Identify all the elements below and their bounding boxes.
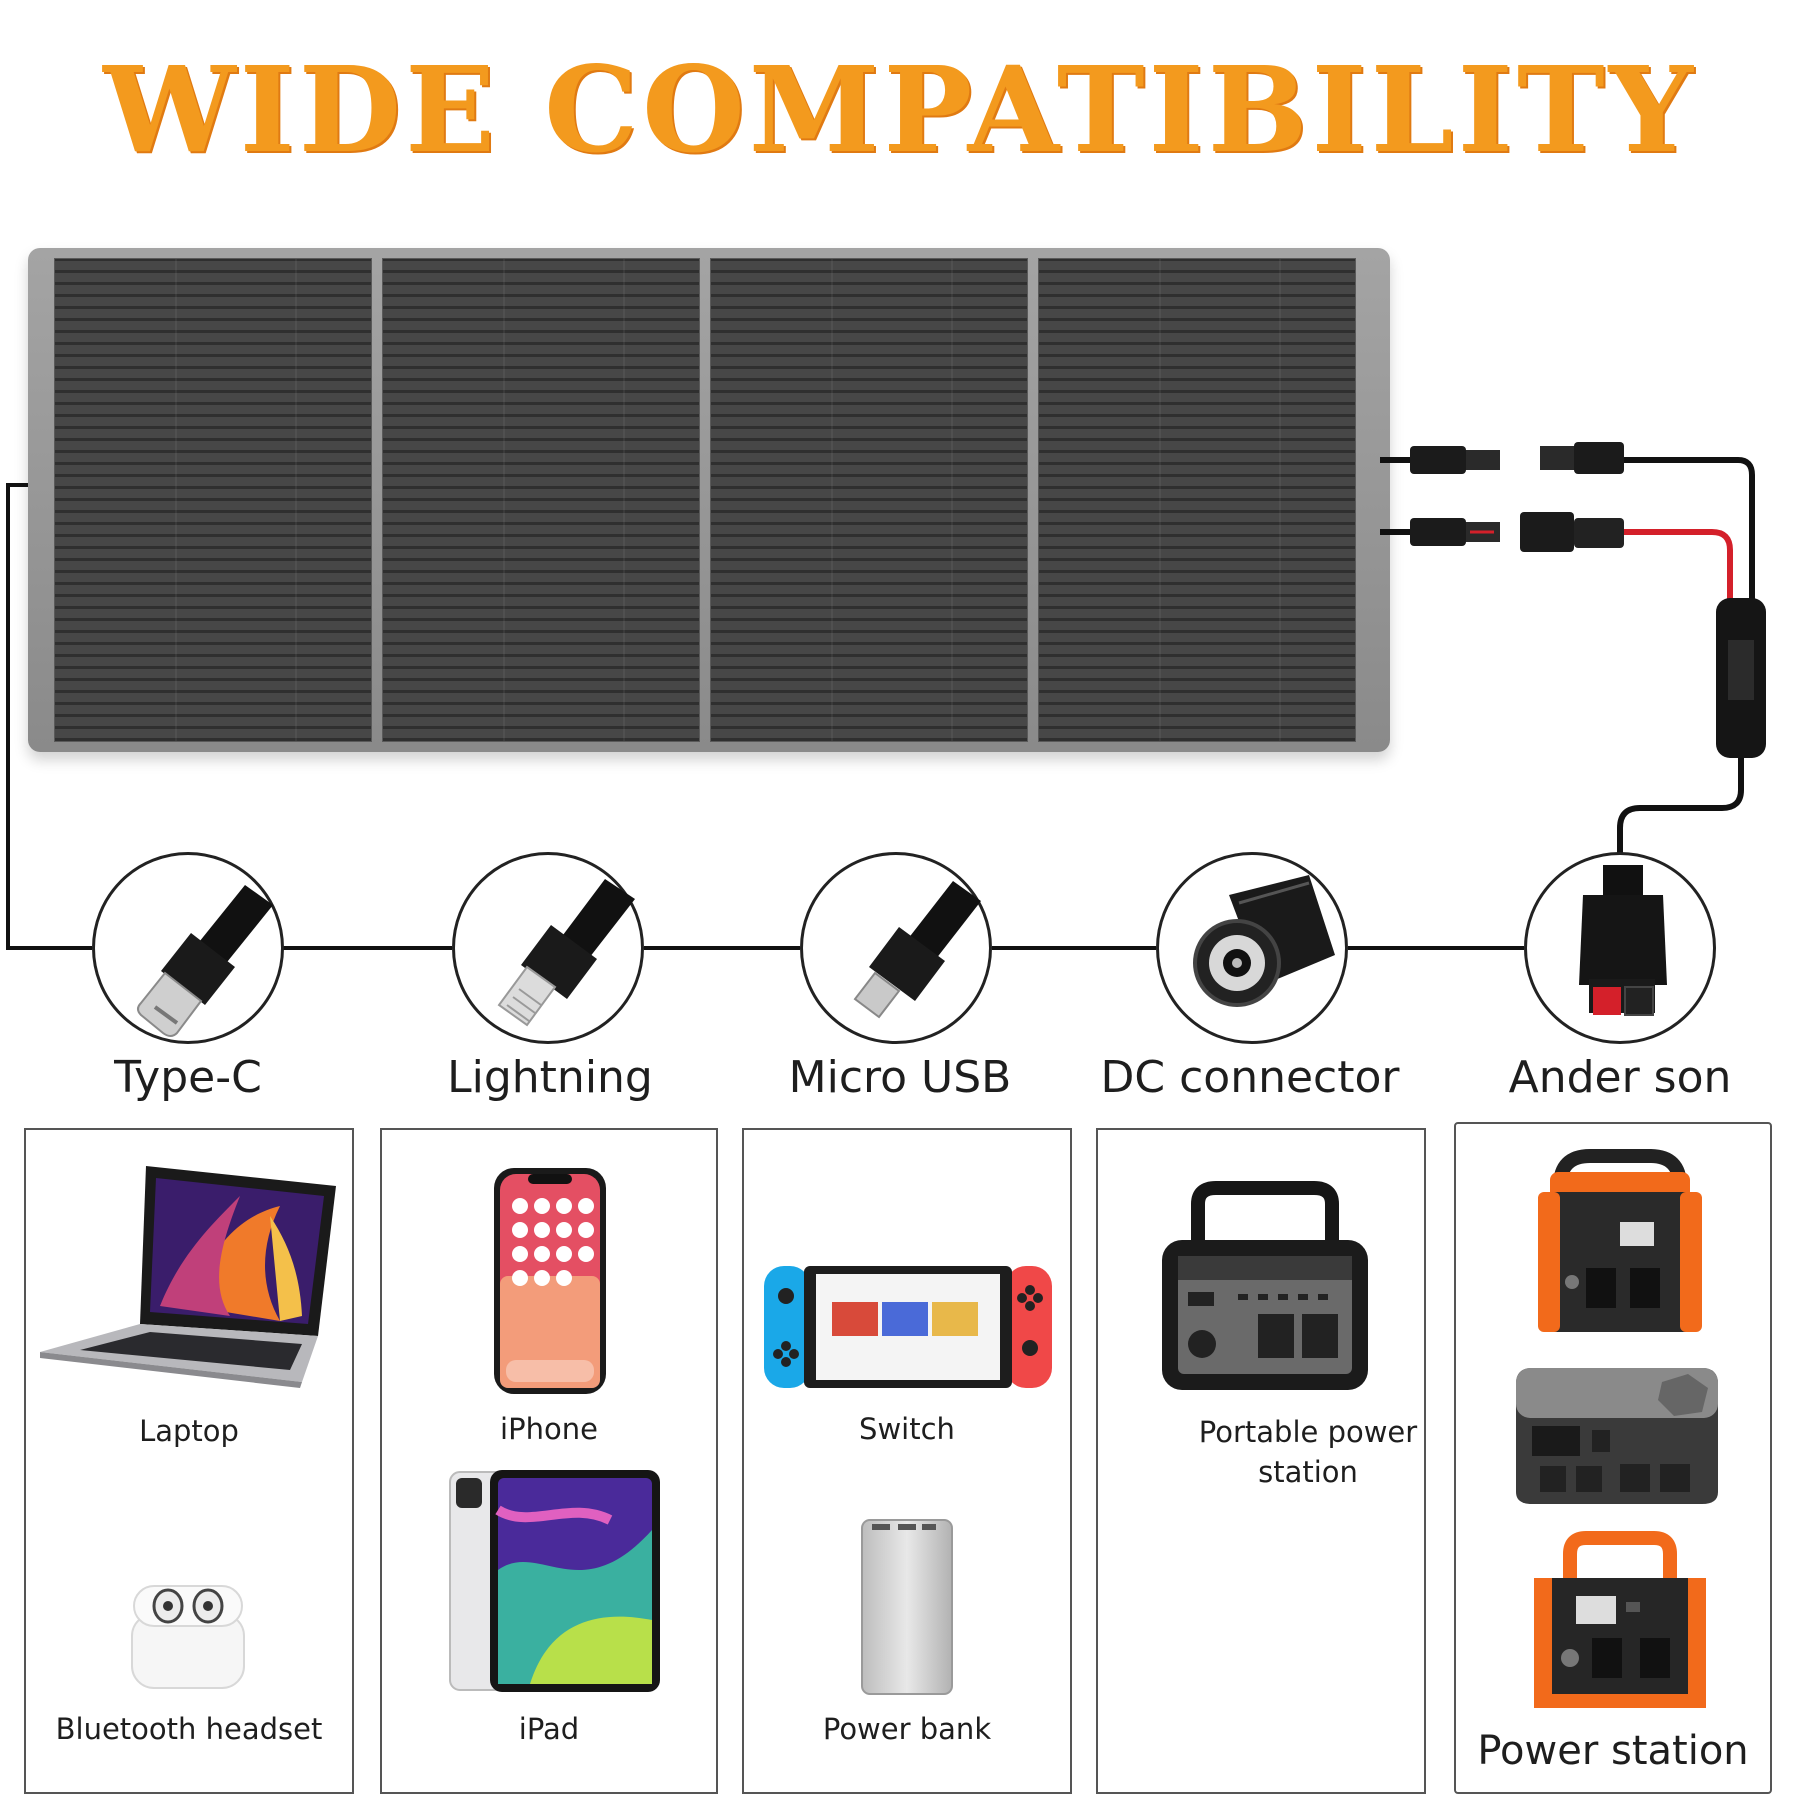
device-box-type-c: Laptop Bluetooth headset (24, 1128, 354, 1794)
device-box-micro-usb: Switch Power bank (742, 1128, 1072, 1794)
solar-cell-block (1038, 258, 1356, 742)
lightning-plug-icon (452, 852, 644, 1044)
power-station-grey-icon (1516, 1368, 1718, 1504)
portable-power-station-icon (1162, 1181, 1368, 1390)
device-label-power-station: Power station (1477, 1728, 1749, 1774)
device-label-iphone: iPhone (500, 1412, 598, 1446)
power-station-orange-icon (1538, 1149, 1702, 1332)
solar-cell-block (54, 258, 372, 742)
switch-icon (764, 1266, 1052, 1388)
device-label-bluetooth-headset: Bluetooth headset (55, 1712, 323, 1746)
device-label-switch: Switch (859, 1412, 955, 1446)
solar-cell-block (710, 258, 1028, 742)
power-station-black-icon (1534, 1531, 1706, 1708)
connector-label-type-c: Type-C (114, 1052, 262, 1103)
mc4-connector-icon (1380, 446, 1500, 546)
laptop-icon (40, 1166, 336, 1388)
device-label-laptop: Laptop (139, 1414, 239, 1448)
type-c-plug-icon (92, 852, 284, 1044)
connector-label-micro-usb: Micro USB (788, 1052, 1012, 1103)
page-title: WIDE COMPATIBILITY (103, 40, 1697, 179)
device-box-lightning: iPhone iPad (380, 1128, 718, 1794)
device-label-portable-power-station: Portable power station (1198, 1415, 1418, 1489)
bluetooth-headset-icon (131, 1585, 245, 1689)
solar-panel (28, 248, 1390, 752)
dc-barrel-plug-icon (1156, 852, 1348, 1044)
connector-label-dc: DC connector (1100, 1052, 1400, 1103)
ipad-icon (449, 1470, 660, 1692)
solar-cell-block (382, 258, 700, 742)
micro-usb-plug-icon (800, 852, 992, 1044)
device-label-power-bank: Power bank (822, 1712, 992, 1746)
device-box-anderson: Power station (1454, 1122, 1772, 1794)
mc4-connector-icon (1520, 442, 1624, 552)
connector-label-lightning: Lightning (447, 1052, 653, 1103)
iphone-icon (494, 1168, 606, 1394)
device-label-ipad: iPad (518, 1712, 580, 1746)
device-box-dc: Portable power station (1096, 1128, 1426, 1794)
connector-label-anderson: Ander son (1508, 1052, 1732, 1103)
power-bank-icon (861, 1519, 953, 1695)
anderson-plug-icon (1524, 852, 1716, 1044)
